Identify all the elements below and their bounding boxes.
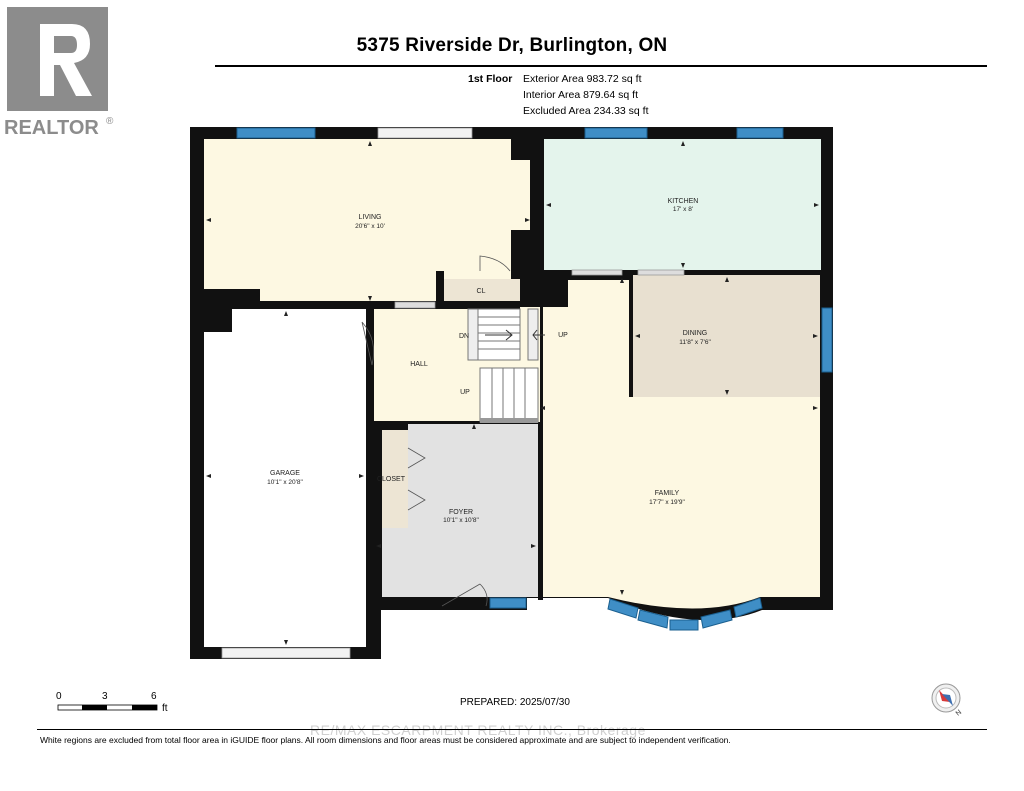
room-cl bbox=[444, 279, 520, 301]
dims-foyer: 10'1" x 10'8" bbox=[443, 517, 479, 524]
dims-garage: 10'1" x 20'8" bbox=[267, 479, 303, 486]
stair-arrow-dn bbox=[485, 329, 513, 341]
room-family bbox=[543, 280, 820, 609]
label-stair-up-1: UP bbox=[460, 389, 470, 396]
title-divider bbox=[215, 65, 987, 67]
dims-living: 20'6" x 10' bbox=[355, 223, 385, 230]
realtor-logo: REALTOR ® bbox=[0, 0, 120, 145]
label-cl: CL bbox=[477, 288, 486, 295]
compass-icon: N bbox=[931, 683, 963, 718]
label-stair-dn: DN bbox=[459, 333, 469, 340]
dimension-arrows bbox=[206, 141, 819, 645]
room-living-ext bbox=[511, 160, 530, 230]
exterior-area: Exterior Area 983.72 sq ft bbox=[523, 73, 642, 85]
room-hall bbox=[374, 309, 476, 421]
logo-text: REALTOR bbox=[4, 117, 99, 139]
scale-bar bbox=[57, 704, 158, 711]
room-dining bbox=[633, 275, 820, 397]
label-garage: GARAGE bbox=[270, 470, 300, 477]
footer-divider bbox=[37, 729, 987, 730]
windows bbox=[236, 127, 833, 631]
label-foyer: FOYER bbox=[449, 509, 473, 516]
dims-kitchen: 17' x 8' bbox=[673, 206, 693, 213]
scale-label-3: 3 bbox=[102, 691, 108, 702]
prepared-date: PREPARED: 2025/07/30 bbox=[460, 697, 570, 708]
label-stair-up-2: UP bbox=[558, 332, 568, 339]
svg-text:N: N bbox=[955, 709, 963, 718]
label-living: LIVING bbox=[359, 214, 382, 221]
stair-landing-bar bbox=[480, 418, 538, 423]
openings bbox=[221, 127, 685, 659]
interior-area: Interior Area 879.64 sq ft bbox=[523, 89, 638, 101]
page-title: 5375 Riverside Dr, Burlington, ON bbox=[356, 35, 668, 56]
label-hall: HALL bbox=[410, 361, 428, 368]
room-kitchen bbox=[544, 139, 821, 270]
room-living bbox=[204, 139, 511, 289]
dims-family: 17'7" x 19'9" bbox=[649, 499, 685, 506]
door-swings bbox=[361, 255, 511, 607]
dims-dining: 11'8" x 7'6" bbox=[679, 339, 711, 346]
interior-walls bbox=[190, 127, 833, 610]
room-living-lower bbox=[260, 289, 436, 301]
room-garage bbox=[204, 309, 366, 647]
label-family: FAMILY bbox=[655, 490, 680, 497]
label-closet: CLOSET bbox=[377, 476, 406, 483]
scale-unit: ft bbox=[162, 703, 168, 714]
floor-label: 1st Floor bbox=[468, 73, 513, 85]
stair-arrow-up bbox=[532, 329, 545, 341]
brokerage-watermark: RE/MAX ESCARPMENT REALTY INC., Brokerage bbox=[310, 722, 646, 738]
disclaimer-text: White regions are excluded from total fl… bbox=[40, 735, 731, 745]
scale-label-6: 6 bbox=[151, 691, 157, 702]
label-kitchen: KITCHEN bbox=[668, 198, 699, 205]
logo-mark: ® bbox=[106, 116, 114, 127]
scale-label-0: 0 bbox=[56, 691, 62, 702]
excluded-area: Excluded Area 234.33 sq ft bbox=[523, 105, 649, 117]
label-dining: DINING bbox=[683, 330, 708, 337]
room-foyer bbox=[408, 422, 538, 597]
